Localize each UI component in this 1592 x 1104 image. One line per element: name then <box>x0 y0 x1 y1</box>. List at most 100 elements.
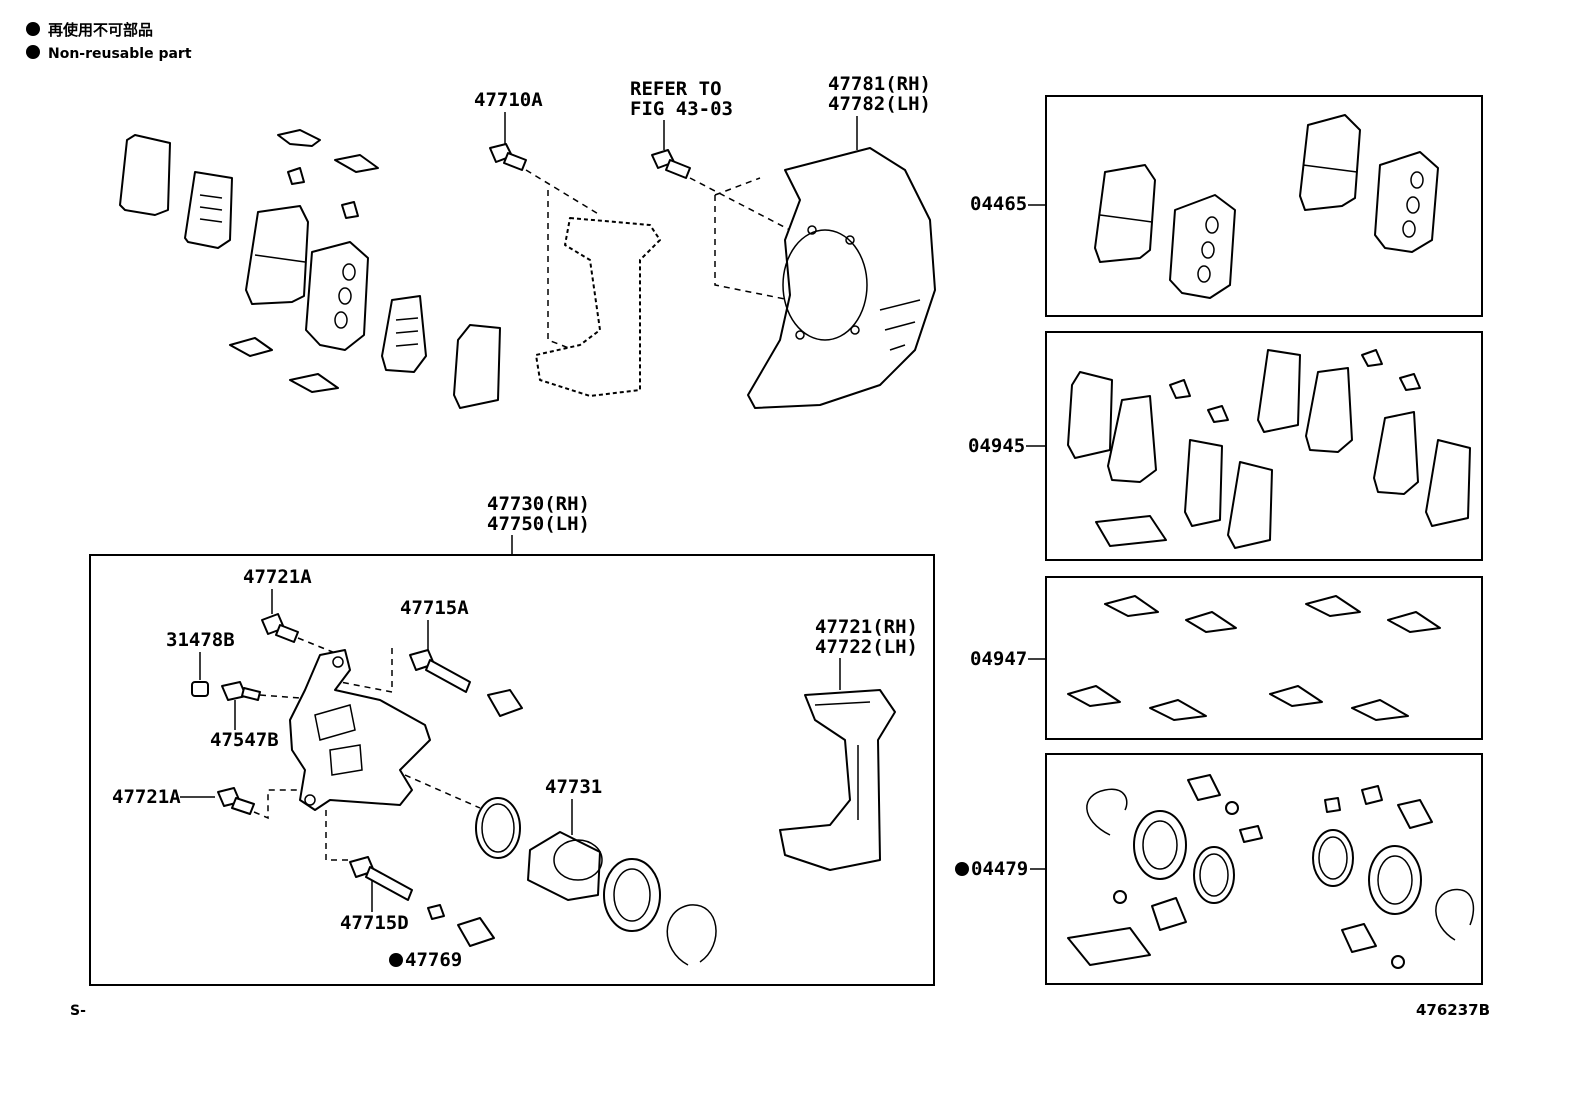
pad-shim <box>1373 411 1419 495</box>
shim-plate <box>1425 439 1471 527</box>
anti-squeal-clip <box>334 154 379 173</box>
anti-squeal-clip <box>1149 699 1207 721</box>
pad-shim <box>1107 395 1157 483</box>
refer-text-line2: FIG 43-03 <box>630 98 733 120</box>
kit-04465: 04465 <box>970 95 1483 317</box>
refer-note: REFER TO FIG 43-03 <box>630 78 791 301</box>
kit-label-04465: 04465 <box>970 193 1027 215</box>
part-label-47721A-top: 47721A <box>243 566 312 588</box>
bushing-icon <box>1361 785 1383 805</box>
anti-squeal-clip <box>277 129 321 147</box>
legend-japanese: 再使用不可部品 <box>48 21 153 39</box>
kit-frame-04947 <box>1045 576 1483 740</box>
caliper-assembly-group: 47730(RH) 47750(LH) 47721A 31478B 47547B… <box>89 493 935 986</box>
cylinder-boot-icon <box>1368 845 1422 915</box>
dust-shield-group: 47781(RH) 47782(LH) <box>747 73 936 409</box>
part-label-47715A: 47715A <box>400 597 469 619</box>
caliper-mounting <box>779 689 896 871</box>
kit-frame-04945 <box>1045 331 1483 561</box>
part-label-47721A-left: 47721A <box>112 786 181 808</box>
kit-04947: 04947 <box>970 576 1483 740</box>
pin-boot-icon <box>457 917 495 947</box>
set-ring-icon <box>666 904 717 966</box>
grease-packet <box>1095 515 1167 547</box>
brake-pad <box>245 205 309 305</box>
anti-squeal-clip <box>1387 611 1441 633</box>
pin-boot-icon <box>1341 923 1377 953</box>
pad-clip <box>1399 373 1421 391</box>
brake-pad <box>1094 164 1156 263</box>
part-label-shield-rh: 47781(RH) <box>828 73 931 95</box>
pad-clip <box>1361 349 1383 367</box>
anti-squeal-clip <box>1067 685 1121 707</box>
part-label-47731: 47731 <box>545 776 602 798</box>
part-label-mount-rh: 47721(RH) <box>815 616 918 638</box>
pad-shim <box>184 171 233 249</box>
pin-boot-icon <box>1151 897 1187 931</box>
pad-shim <box>1305 367 1353 453</box>
bleeder-cap-icon <box>1239 825 1263 843</box>
kit-label-04945: 04945 <box>968 435 1025 457</box>
anti-squeal-clip <box>1305 595 1361 617</box>
part-label-47715D: 47715D <box>340 912 409 934</box>
bushing-icon <box>1225 801 1239 815</box>
pin-boot-icon <box>1397 799 1433 829</box>
part-label-47547B: 47547B <box>210 729 279 751</box>
pad-shim <box>1184 439 1223 527</box>
cylinder-boot-icon <box>603 858 661 932</box>
shim-plate <box>1067 371 1113 459</box>
pad-clip <box>1169 379 1191 399</box>
kit-04945: 04945 <box>968 331 1483 561</box>
kit-frame-04465 <box>1045 95 1483 317</box>
bleeder-cap-icon <box>1324 797 1341 813</box>
kit-frame-04479 <box>1045 753 1483 985</box>
shim-plate <box>1257 349 1301 433</box>
cylinder-boot-icon <box>1133 810 1187 880</box>
pad-shim <box>381 295 427 373</box>
legend-bullet-icon <box>26 22 40 36</box>
non-reusable-bullet-icon <box>955 862 969 876</box>
kit-04479: 04479 <box>955 753 1483 985</box>
dust-shield <box>747 147 936 409</box>
kit-label-04947: 04947 <box>970 648 1027 670</box>
pad-clip <box>341 201 359 219</box>
pad-clip <box>1207 405 1229 423</box>
shim-plate <box>1227 461 1273 549</box>
footer-left: S- <box>70 1003 86 1019</box>
set-ring-icon <box>1435 888 1475 941</box>
anti-squeal-clip <box>289 373 339 393</box>
part-label-mount-lh: 47722(LH) <box>815 636 918 658</box>
anti-squeal-clip <box>1269 685 1323 707</box>
grease-packet <box>1067 927 1151 966</box>
anti-squeal-clip <box>229 337 273 357</box>
bushing-icon <box>1391 955 1405 969</box>
piston-seal-icon <box>475 797 521 859</box>
anti-squeal-clip <box>1351 699 1409 721</box>
part-label-shield-lh: 47782(LH) <box>828 93 931 115</box>
caliper-body <box>289 649 431 811</box>
pin-boot-icon <box>487 689 523 717</box>
bushing-icon <box>427 904 445 920</box>
part-label-caliper-lh: 47750(LH) <box>487 513 590 535</box>
pad-assortment-top-left <box>119 129 501 409</box>
shim-plate <box>453 324 501 409</box>
non-reusable-bullet-icon <box>389 953 403 967</box>
caliper-ghost <box>535 217 661 397</box>
shim-plate <box>119 134 171 216</box>
legend-bullet-icon <box>26 45 40 59</box>
caliper-assembly-frame <box>89 554 935 986</box>
bushing-icon <box>1113 890 1127 904</box>
figure-number: 476237B <box>1416 1001 1490 1019</box>
kit-label-04479: 04479 <box>971 858 1028 880</box>
part-label-caliper-rh: 47730(RH) <box>487 493 590 515</box>
piston-icon <box>527 831 601 901</box>
pad-clip <box>287 167 305 185</box>
pin-boot-icon <box>1187 774 1221 801</box>
bleeder-cap-icon <box>191 681 209 697</box>
brake-pad-backing <box>305 241 369 351</box>
part-label-47769: 47769 <box>405 949 462 971</box>
shield-center-hole <box>782 229 868 341</box>
set-ring-icon <box>1086 788 1128 836</box>
